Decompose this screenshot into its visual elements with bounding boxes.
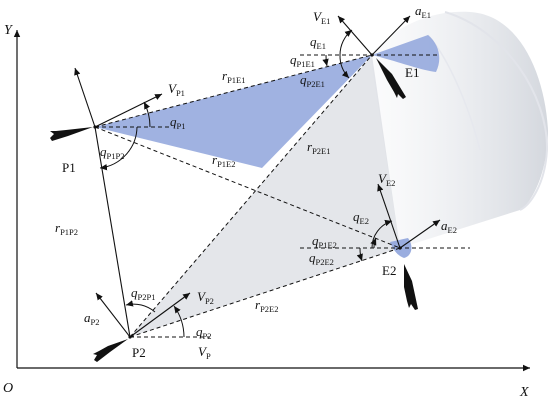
velocity-e1-vector: [337, 15, 373, 56]
y-axis-label: Y: [4, 23, 14, 38]
velocity-e2-vector: [377, 183, 401, 249]
los-p1-p2: [94, 126, 131, 338]
velocity-p2-vector: [129, 292, 191, 338]
blue-strip-e1: [372, 35, 440, 72]
los-p2-e1: [129, 54, 373, 338]
los-p1-e2: [94, 126, 401, 249]
label-v-e2: VE2: [378, 171, 395, 188]
label-a-p2: aP2: [84, 310, 99, 327]
label-v-p1: VP1: [168, 81, 185, 98]
node-label-p2: P2: [132, 345, 146, 360]
angle-arc-qp1p2: [99, 126, 138, 171]
e2-point: [398, 246, 402, 250]
label-r-p2e1: rP2E1: [307, 139, 330, 156]
reachable-cone-region: [370, 11, 548, 249]
cone-outer-edge: [444, 11, 549, 211]
missile-e1-icon: [376, 58, 406, 99]
label-v-p: VP: [198, 344, 211, 361]
velocity-p1-vector: [94, 93, 163, 128]
node-label-p1: P1: [62, 160, 76, 175]
e1-point: [370, 53, 374, 57]
accel-e2-vector: [399, 219, 441, 249]
node-label-e1: E1: [405, 65, 419, 80]
blue-triangle-p1: [95, 55, 372, 168]
accel-p2-vector: [95, 292, 131, 338]
label-r-p1p2: rP1P2: [55, 220, 78, 237]
label-q-p2: qP2: [196, 324, 211, 341]
origin-label: O: [3, 381, 13, 396]
label-q-p1: qP1: [170, 114, 185, 131]
label-q-p2p1: qP2P1: [131, 285, 155, 302]
los-p2-e2: [129, 247, 401, 338]
label-q-p2e2: qP2E2: [309, 250, 334, 267]
label-r-p2e2: rP2E2: [255, 297, 278, 314]
angle-arc-qp2: [173, 305, 185, 338]
angle-arc-qp1: [143, 101, 151, 128]
angle-arc-qe1: [339, 29, 353, 56]
angle-arc-qp1e2: [370, 237, 377, 249]
label-q-e2: qE2: [353, 209, 369, 226]
label-r-p1e2: rP1E2: [212, 152, 235, 169]
gray-triangle-p2: [130, 55, 400, 337]
label-q-p1p2: qP1P2: [100, 144, 124, 161]
angle-arc-qp2e2: [356, 247, 363, 262]
node-label-e2: E2: [382, 263, 396, 278]
label-a-e1: aE1: [415, 3, 431, 20]
p2-point: [128, 335, 132, 339]
label-q-p2e1: qP2E1: [300, 72, 325, 89]
p1-point: [93, 125, 97, 129]
missile-p2-icon: [93, 339, 128, 362]
accel-e1-vector: [371, 15, 411, 56]
label-v-e1: VE1: [313, 9, 330, 26]
angle-arc-qp2e1: [339, 54, 350, 79]
label-a-e2: aE2: [441, 218, 457, 235]
p1-backward-arrow: [74, 67, 96, 128]
label-q-e1: qE1: [310, 34, 326, 51]
missile-e2-icon: [404, 264, 418, 310]
label-v-p2: VP2: [197, 289, 214, 306]
los-p1-e1: [94, 54, 373, 128]
angle-arc-qp1e1: [322, 54, 329, 67]
angle-arc-qp2p1: [125, 300, 156, 313]
x-axis-label: X: [519, 385, 529, 400]
label-r-p1e1: rP1E1: [222, 68, 245, 85]
label-q-p1e1: qP1E1: [290, 52, 315, 69]
label-q-p1e2: qP1E2: [312, 233, 337, 250]
missile-p1-icon: [50, 127, 93, 141]
